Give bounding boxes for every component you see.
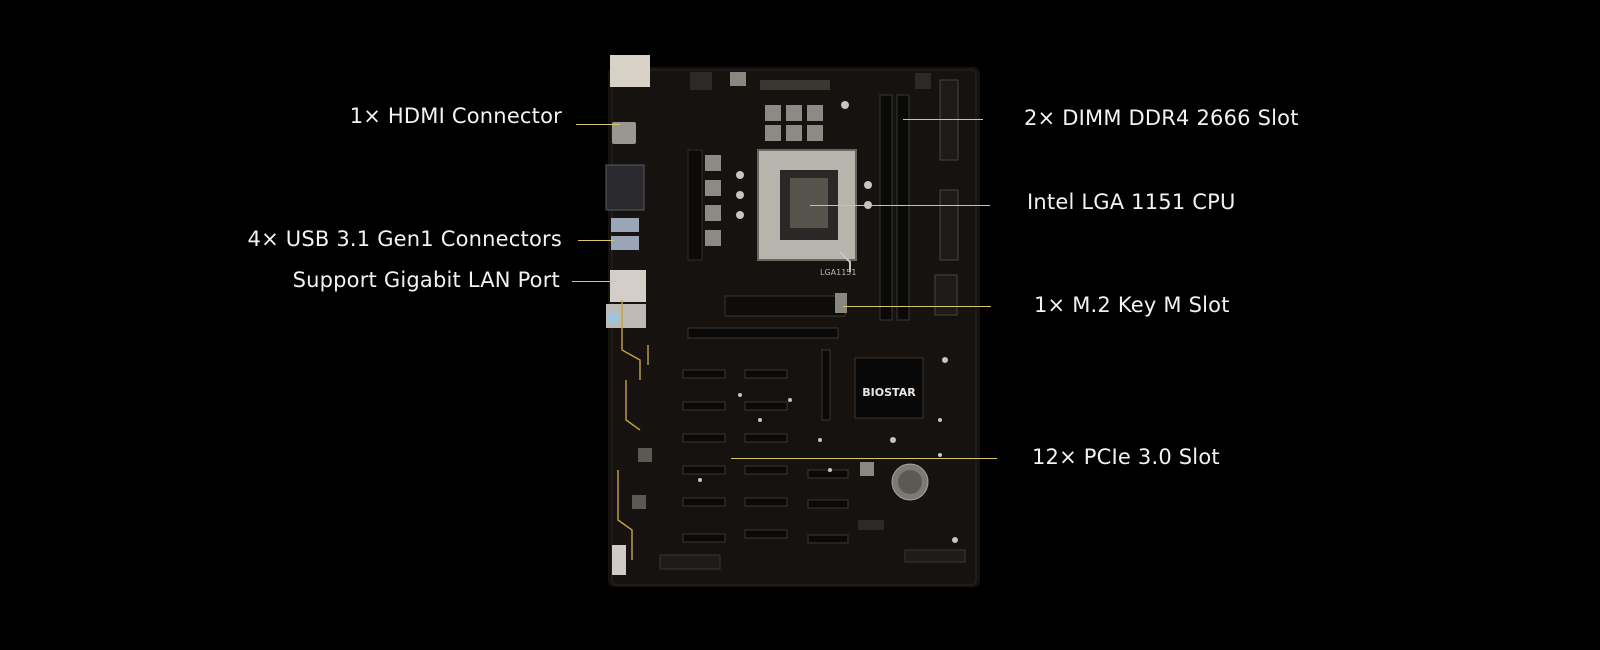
callout-usb: 4× USB 3.1 Gen1 Connectors bbox=[247, 227, 562, 251]
dimm-slot bbox=[879, 94, 893, 321]
callout-hdmi: 1× HDMI Connector bbox=[349, 104, 562, 128]
callout-lan: Support Gigabit LAN Port bbox=[292, 268, 560, 292]
pcie-x16-slot bbox=[687, 327, 839, 339]
leader-line-hdmi bbox=[576, 124, 620, 125]
rear-io-shield-top bbox=[610, 55, 650, 87]
callout-pcie: 12× PCIe 3.0 Slot bbox=[1032, 445, 1220, 469]
motherboard-pcb bbox=[608, 67, 980, 587]
biostar-logo: BIOSTAR bbox=[862, 386, 916, 399]
socket-marking: LGA1151 bbox=[820, 268, 857, 277]
leader-line-m2 bbox=[843, 306, 991, 307]
leader-line-lan bbox=[572, 281, 616, 282]
usb-port-icon bbox=[611, 218, 639, 232]
leader-line-cpu bbox=[810, 205, 990, 206]
leader-line-dimm bbox=[903, 119, 983, 120]
callout-m2: 1× M.2 Key M Slot bbox=[1034, 293, 1230, 317]
leader-line-usb bbox=[578, 240, 614, 241]
dimm-slot bbox=[896, 94, 910, 321]
callout-dimm: 2× DIMM DDR4 2666 Slot bbox=[1024, 106, 1299, 130]
pch-heatsink bbox=[854, 357, 924, 419]
m2-slot bbox=[835, 293, 847, 313]
vga-port-icon bbox=[605, 164, 645, 211]
usb-port-icon bbox=[611, 236, 639, 250]
pcie-x1-slots bbox=[682, 369, 849, 544]
leader-line-pcie bbox=[731, 458, 997, 459]
ethernet-port-icon bbox=[610, 270, 646, 302]
hdmi-port-icon bbox=[612, 122, 636, 144]
callout-cpu: Intel LGA 1151 CPU bbox=[1027, 190, 1236, 214]
